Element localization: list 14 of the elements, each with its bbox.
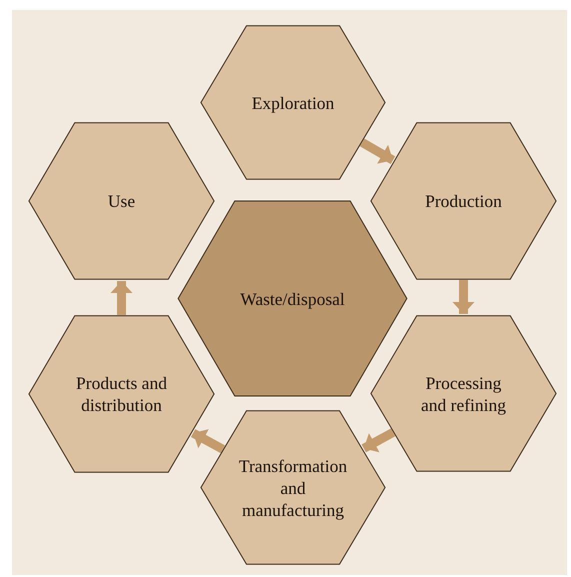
- hexagon: [370, 122, 557, 280]
- node-label: Processing and refining: [420, 372, 508, 416]
- hexagon: [28, 122, 215, 280]
- hexagon: [200, 410, 386, 565]
- node-label: Waste/disposal: [240, 288, 345, 310]
- node-label: Transformation and manufacturing: [238, 454, 348, 520]
- hexagon: [200, 25, 386, 180]
- node-label: Products and distribution: [75, 372, 168, 416]
- hexagon: [28, 315, 215, 473]
- hexagon: [177, 200, 408, 397]
- node-label: Exploration: [252, 92, 334, 114]
- node-label: Use: [108, 190, 136, 212]
- node-label: Production: [425, 190, 502, 212]
- hexagon: [370, 315, 557, 472]
